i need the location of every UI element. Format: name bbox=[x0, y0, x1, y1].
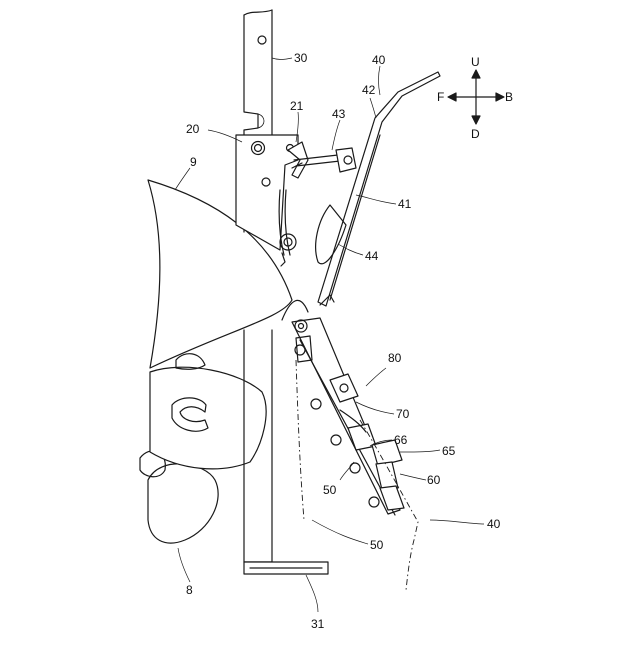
label-40-top: 40 bbox=[372, 53, 386, 67]
direction-up-label: U bbox=[471, 55, 480, 69]
label-50-mid: 50 bbox=[323, 483, 337, 497]
direction-back-label: B bbox=[505, 90, 513, 104]
label-65: 65 bbox=[442, 444, 456, 458]
direction-indicator: U D F B bbox=[437, 55, 513, 141]
label-50-bottom: 50 bbox=[370, 538, 384, 552]
label-80: 80 bbox=[388, 351, 402, 365]
label-40-bottom: 40 bbox=[487, 517, 501, 531]
label-66: 66 bbox=[394, 433, 408, 447]
direction-front-label: F bbox=[437, 90, 444, 104]
label-60: 60 bbox=[427, 473, 441, 487]
middle-pad bbox=[150, 354, 266, 469]
label-70: 70 bbox=[396, 407, 410, 421]
label-31: 31 bbox=[311, 617, 325, 631]
label-41: 41 bbox=[398, 197, 412, 211]
label-20: 20 bbox=[186, 122, 200, 136]
label-30: 30 bbox=[294, 51, 308, 65]
label-21: 21 bbox=[290, 99, 304, 113]
label-43: 43 bbox=[332, 107, 346, 121]
label-44: 44 bbox=[365, 249, 379, 263]
label-9: 9 bbox=[190, 155, 197, 169]
label-42: 42 bbox=[362, 83, 376, 97]
direction-down-label: D bbox=[471, 127, 480, 141]
label-8: 8 bbox=[186, 583, 193, 597]
